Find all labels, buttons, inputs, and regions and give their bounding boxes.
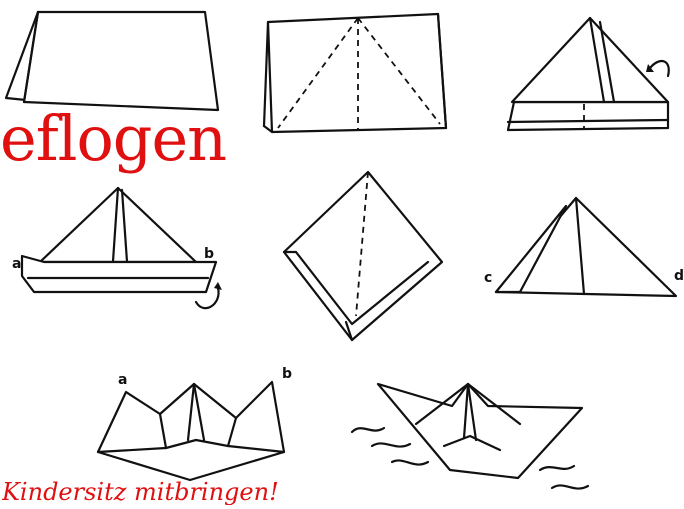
label-a: a	[118, 372, 127, 388]
water-wave-icon	[552, 485, 588, 488]
step-5-diamond	[284, 172, 442, 340]
label-d: d	[674, 268, 684, 284]
overlay-title-fragment: eflogen	[0, 108, 226, 170]
step-3-folded-triangle	[508, 18, 669, 130]
label-b: b	[204, 246, 214, 262]
step-8-finished-boat	[352, 384, 588, 489]
step-7-pull-apart: a b	[98, 366, 292, 480]
step-4-boat-hat: a b	[12, 188, 222, 308]
label-a: a	[12, 256, 21, 272]
step-1-folded-sheet	[6, 12, 218, 110]
label-b: b	[282, 366, 292, 382]
water-wave-icon	[540, 466, 574, 470]
water-wave-icon	[352, 428, 384, 432]
water-wave-icon	[392, 460, 428, 464]
step-2-fold-lines	[264, 14, 446, 132]
step-6-flat-triangle: c d	[484, 198, 684, 296]
arrow-head-icon	[214, 282, 222, 290]
fold-back-arrow-icon	[650, 61, 669, 76]
overlay-note-fragment: Kindersitz mitbringen!	[2, 479, 279, 505]
label-c: c	[484, 270, 492, 286]
water-wave-icon	[372, 443, 410, 446]
